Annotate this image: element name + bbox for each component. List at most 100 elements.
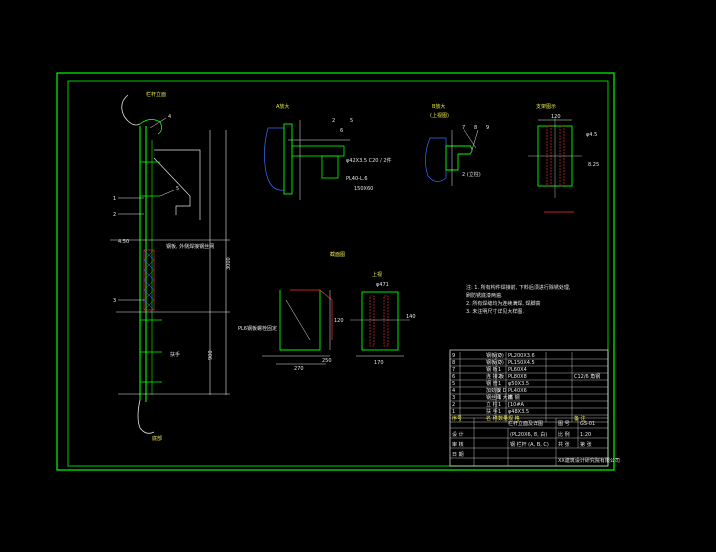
bom-cell: 1: [498, 381, 501, 387]
brace-lower: [153, 157, 191, 215]
detail-b-balloon-9: 9: [486, 125, 489, 131]
bom-cell: 扁 钢: [508, 394, 520, 401]
title-company: XX建筑设计研究院有限公司: [558, 457, 620, 464]
bom-cell: 2: [452, 402, 455, 408]
note-line-2: 刷防锈底漆两遍.: [466, 292, 503, 299]
section-dim-right: 250: [322, 358, 332, 364]
bom-cell: 1: [498, 395, 501, 401]
bom-header-cell: 备 注: [574, 415, 586, 422]
detail-b-title: B放大: [432, 103, 445, 110]
bom-header-cell: 序号: [452, 415, 462, 422]
bom-cell: 9: [452, 353, 455, 359]
bom-cell: 1: [498, 409, 501, 415]
section-left-callout: PL6钢板螺栓固定: [238, 325, 277, 332]
bom-cell: 加劲板 D: [486, 387, 507, 394]
main-dim-left: 4.50: [118, 239, 129, 245]
bracket-view-title: 支架图示: [536, 103, 556, 110]
bom-header-cell: 规 格: [508, 415, 520, 422]
detail-b-view[interactable]: B放大 (上视图) 7 8 9 2 (立柱): [425, 103, 489, 186]
bom-cell: 钢丝网 大样: [486, 394, 513, 401]
bom-cell: 8: [452, 360, 455, 366]
title-count-label: 共 张: [558, 441, 570, 448]
detail-a-callout-2: PL40-L.6: [346, 176, 368, 182]
detail-a-arm: [291, 145, 345, 157]
main-balloon-5: 5: [176, 186, 179, 192]
section-view[interactable]: 截面图 PL6钢板螺栓固定 270 120 250 上视 φ471 170 14…: [238, 251, 416, 372]
main-balloon-2: 2: [113, 212, 116, 218]
section-profile-left: [279, 290, 321, 351]
bracket-view[interactable]: 支架图示 120 φ4.5 8.25: [528, 103, 599, 213]
title-scale-value: 1:20: [580, 432, 591, 438]
note-line-4: 3. 未注明尺寸详见大样图.: [466, 308, 524, 315]
title-row-3: 钢 栏杆 (A, B, C): [510, 441, 549, 448]
mesh-hatch: [143, 249, 155, 311]
general-notes: 注: 1. 所有构件焊接前, 下料后须进行除锈处理, 刷防锈底漆两遍. 2. 所…: [466, 284, 571, 315]
bom-cell: φ50X3.5: [508, 381, 529, 387]
section-dim-height: 120: [334, 318, 344, 324]
detail-b-leader-2: [471, 129, 479, 151]
section-plate: [361, 291, 399, 351]
title-row-2: (PL20X6, 8, 白): [510, 431, 547, 438]
main-note-rail: 扶手: [170, 351, 180, 358]
top-hook-curve: [121, 94, 141, 126]
bom-cell: φ48X3.5: [508, 409, 529, 415]
title-block[interactable]: 栏杆立面及详图 (PL20X6, 8, 白) 钢 栏杆 (A, B, C) 设 …: [450, 417, 620, 466]
bom-cell: 3: [452, 395, 455, 401]
detail-b-wall: [425, 137, 447, 182]
detail-b-balloon-8: 8: [474, 125, 477, 131]
title-block-grid: [450, 417, 608, 466]
detail-a-callout-3: 150X60: [354, 186, 373, 192]
bom-cell: 钢 管: [486, 380, 498, 387]
detail-a-balloon-5: 5: [350, 118, 353, 124]
brace-frame: [154, 149, 201, 220]
bom-cell: 4: [452, 388, 455, 394]
title-sheet-label: 图 号: [558, 421, 570, 427]
main-dim-total: 3000: [226, 257, 232, 270]
bom-cell: 2: [498, 353, 501, 359]
section-right-dim-bottom: 170: [374, 360, 384, 366]
title-drawing-name: 栏杆立面及详图: [508, 420, 543, 427]
bottom-curve: [137, 399, 155, 434]
detail-a-balloon-2: 2: [332, 118, 335, 124]
bom-cell: 6: [452, 374, 455, 380]
outer-frame: [56, 72, 615, 471]
title-scale-label: 比 例: [558, 431, 570, 438]
main-balloon-4: 4: [168, 114, 171, 120]
main-balloon-1: 1: [113, 196, 116, 202]
detail-a-post: [283, 123, 293, 195]
bom-cell: PL40X6: [508, 388, 527, 394]
bom-cell: 2: [498, 360, 501, 366]
detail-b-subtitle: (上视图): [430, 112, 449, 119]
detail-a-title: A放大: [276, 103, 289, 110]
inner-frame: [67, 80, 609, 467]
bom-cell: PL80X8: [508, 374, 527, 380]
bom-cell: PL200X3.6: [508, 353, 535, 359]
bom-cell: [10#A: [508, 402, 525, 408]
detail-a-view[interactable]: A放大 φ42X3.5 C20 / 2件 PL40-L.6 150X60 2 5…: [264, 103, 392, 200]
title-design-label: 设 计: [452, 431, 464, 438]
detail-b-leader-1: [463, 129, 477, 149]
bom-cell: PL150X4.5: [508, 360, 535, 366]
title-check-label: 审 核: [452, 441, 464, 448]
section-slot-left: [369, 295, 375, 347]
section-title: 截面图: [330, 251, 345, 258]
detail-b-bracket: [445, 145, 473, 171]
bom-cell: 5: [452, 381, 455, 387]
section-right-dim-side: 140: [406, 314, 416, 320]
title-sheet-value: GS-01: [580, 421, 595, 427]
bracket-dim-top-text: 120: [551, 114, 561, 120]
bracket-dim-hole: φ4.5: [586, 132, 597, 138]
bom-cell: 1: [498, 402, 501, 408]
title-date-label: 日 期: [452, 452, 464, 458]
bom-header-cell: 名 称: [486, 415, 498, 422]
bom-cell: PL60X4: [508, 367, 527, 373]
bom-cell: 钢 板: [486, 366, 498, 373]
bom-cell: 立 柱: [486, 401, 498, 408]
bom-cell: 连 接 板: [486, 373, 504, 380]
bom-cell: 1: [452, 409, 455, 415]
title-count-value: 第 张: [580, 441, 592, 448]
main-elevation-view[interactable]: 栏杆立面 4.50 3000 900 钢板, 外: [110, 91, 232, 442]
